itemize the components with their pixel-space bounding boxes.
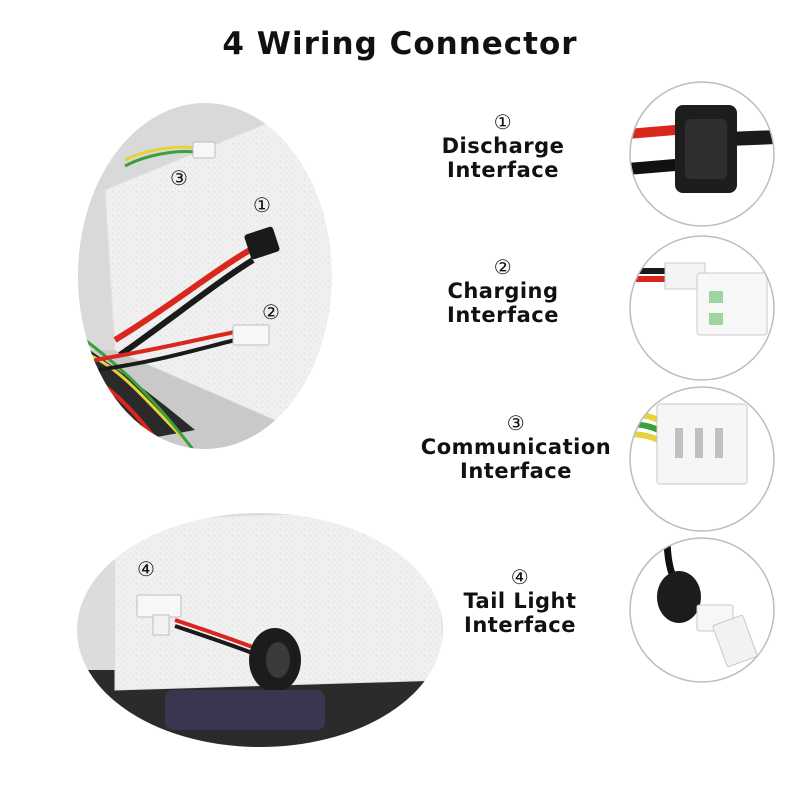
connector-label-discharge: ① Discharge Interface: [428, 110, 578, 182]
tail-light-connector-thumbnail: [627, 535, 777, 685]
connector-name-line2: Interface: [447, 158, 559, 182]
connector-name-line1: Discharge: [441, 134, 565, 158]
connector-name-line1: Charging: [447, 279, 559, 303]
connector-name-line2: Interface: [460, 459, 572, 483]
connector-name-line2: Interface: [447, 303, 559, 327]
connector-number-1: ①: [493, 110, 513, 134]
connector-label-communication: ③ Communication Interface: [412, 411, 620, 483]
connector-number-3: ③: [506, 411, 526, 435]
page-title: 4 Wiring Connector: [222, 26, 578, 62]
connector-name-line2: Interface: [464, 613, 576, 637]
battery-pack-photo-bottom: [75, 510, 445, 750]
marker-3-top: ③: [170, 166, 189, 190]
connector-name-line1: Tail Light: [463, 589, 577, 613]
charging-connector-thumbnail: [627, 233, 777, 383]
marker-4-bottom: ④: [137, 557, 156, 581]
connector-label-tail-light: ④ Tail Light Interface: [440, 565, 600, 637]
marker-2-top: ②: [262, 300, 281, 324]
battery-pack-photo-top: [75, 100, 335, 452]
connector-number-2: ②: [493, 255, 513, 279]
discharge-connector-thumbnail: [627, 79, 777, 229]
communication-connector-thumbnail: [627, 384, 777, 534]
connector-number-4: ④: [510, 565, 530, 589]
connector-label-charging: ② Charging Interface: [428, 255, 578, 327]
marker-1-top: ①: [253, 193, 272, 217]
connector-name-line1: Communication: [420, 435, 612, 459]
